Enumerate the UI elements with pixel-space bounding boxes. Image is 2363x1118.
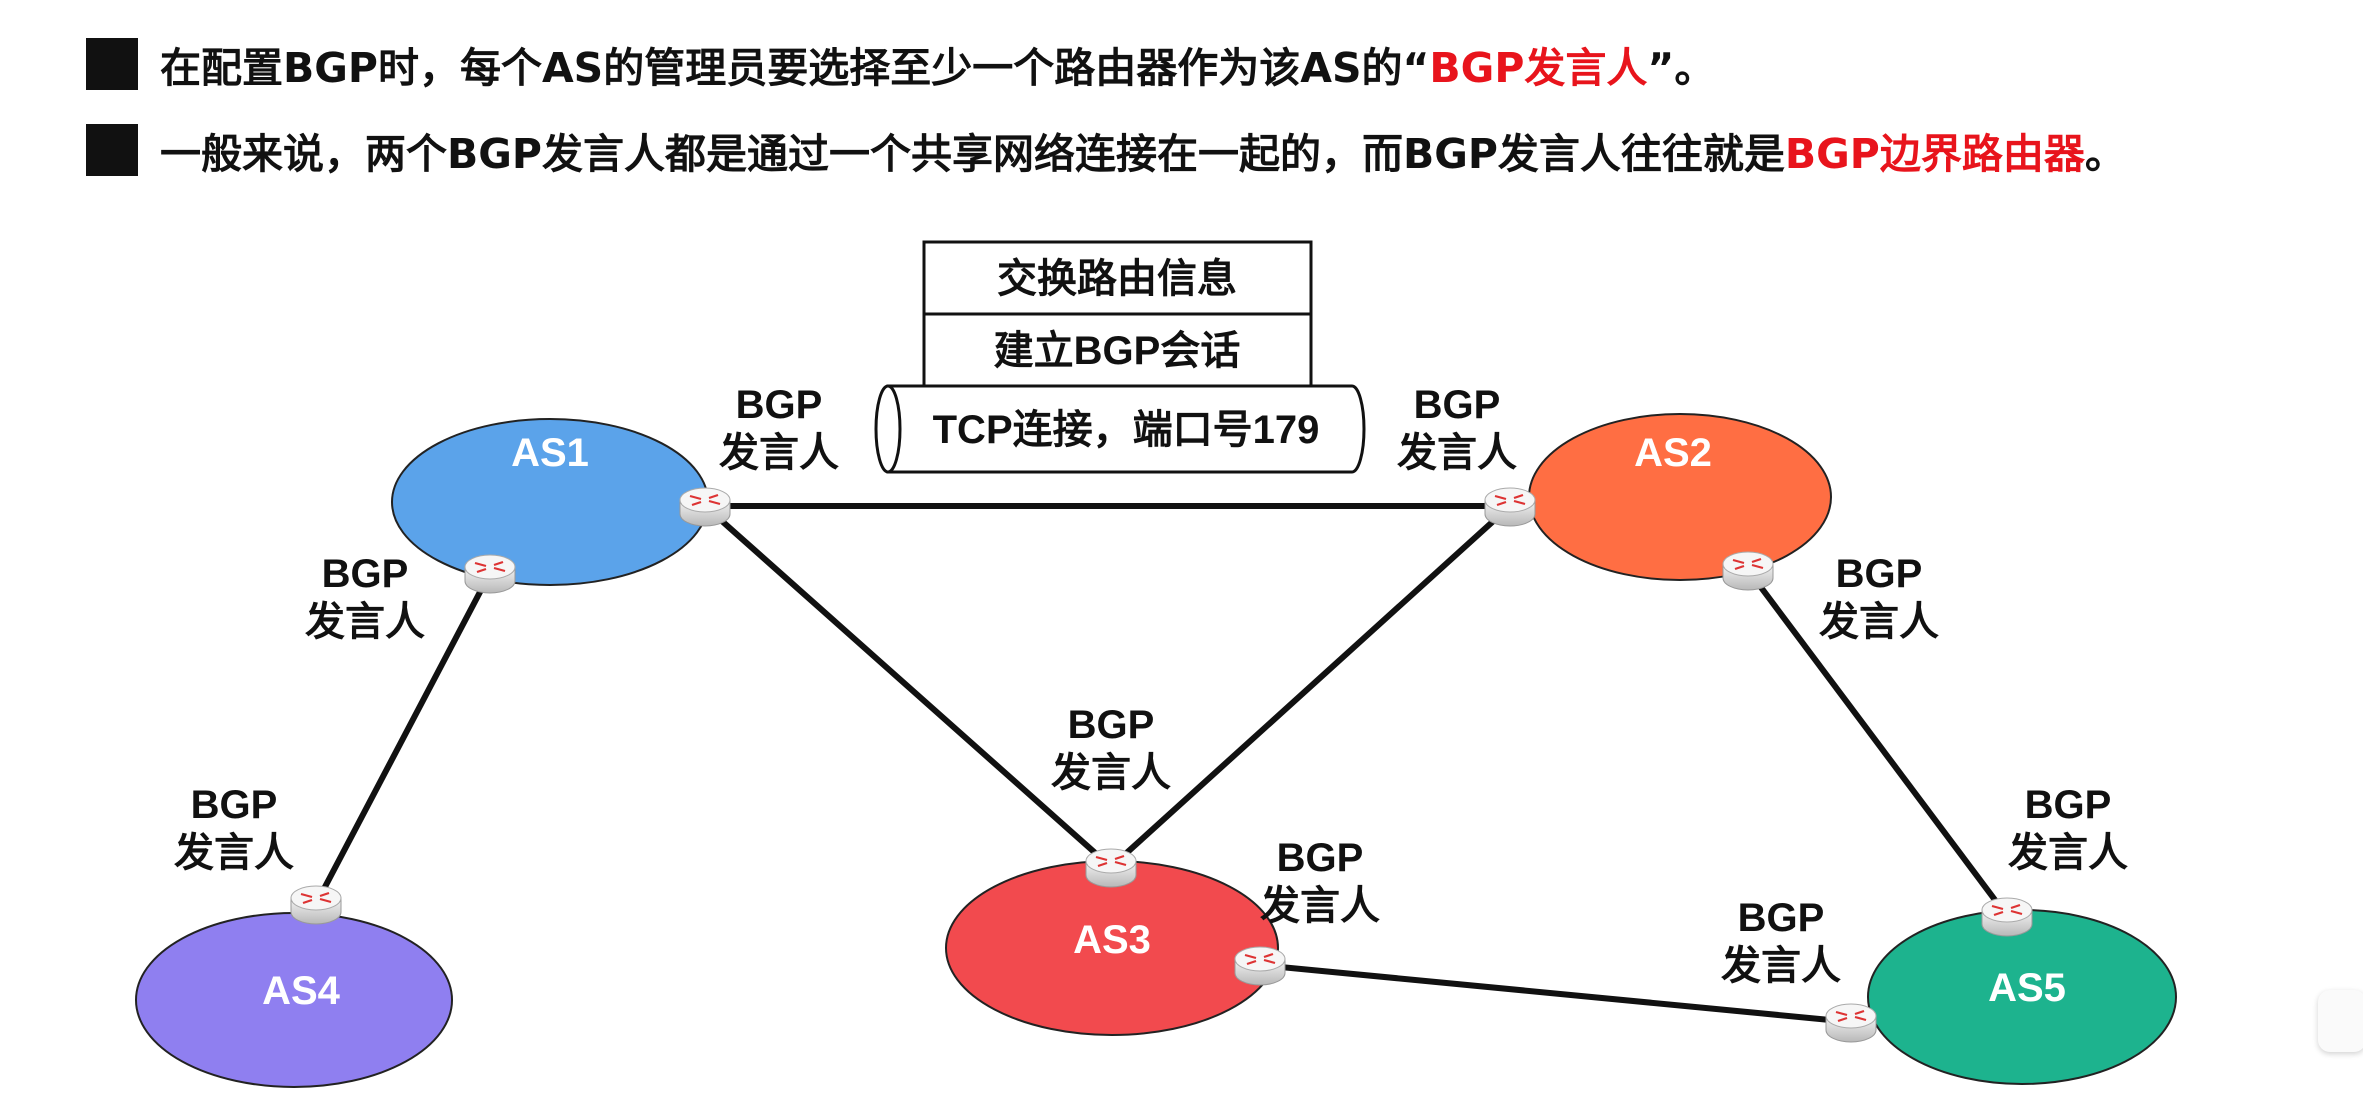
stack-layer-tcp: TCP连接，端口号179: [933, 408, 1320, 452]
speaker-label-line1: BGP: [736, 383, 823, 427]
bullet-text-end: ”。: [1647, 44, 1716, 92]
stack-layer-routing: 交换路由信息: [997, 257, 1237, 301]
as4-label: AS4: [262, 969, 341, 1013]
links: [313, 503, 2010, 1025]
protocol-stack: 交换路由信息 建立BGP会话 TCP连接，端口号179: [874, 240, 1366, 474]
bullet-highlight: BGP发言人: [1429, 44, 1648, 92]
bgp-speaker-label: BGP发言人: [1819, 552, 1939, 644]
bgp-speaker-label: BGP发言人: [1260, 836, 1380, 928]
router-icon: [1484, 487, 1536, 527]
speaker-label-line2: 发言人: [1819, 600, 1939, 644]
stack-layer-session: 建立BGP会话: [994, 329, 1241, 373]
link-as2-as5: [1745, 568, 2010, 918]
bullet-text-end: 。: [2084, 130, 2126, 178]
speaker-label-line2: 发言人: [305, 600, 425, 644]
bgp-speaker-label: BGP发言人: [1397, 383, 1517, 475]
link-as2-as3: [1108, 503, 1513, 870]
bgp-speaker-label: BGP发言人: [1721, 896, 1841, 988]
speaker-label-line2: 发言人: [2008, 831, 2128, 875]
speaker-label-line1: BGP: [1836, 552, 1923, 596]
speaker-label-line1: BGP: [1277, 836, 1364, 880]
speaker-label-line2: 发言人: [1260, 884, 1380, 928]
bullet-1-text: 在配置BGP时，每个AS的管理员要选择至少一个路由器作为该AS的“BGP发言人”…: [160, 34, 1715, 94]
router-icon: [290, 885, 342, 925]
bullet-text: 在配置BGP时，每个AS的管理员要选择至少一个路由器作为该AS的“: [160, 44, 1430, 92]
bullet-highlight: BGP边界路由器: [1784, 130, 2085, 178]
router-icon: [1981, 897, 2033, 937]
speaker-label-line1: BGP: [1068, 703, 1155, 747]
speaker-label-line1: BGP: [322, 552, 409, 596]
speaker-label-line2: 发言人: [1051, 751, 1171, 795]
bullet-square-icon: [86, 38, 138, 90]
router-icon: [679, 487, 731, 527]
bgp-speaker-label: BGP发言人: [719, 383, 839, 475]
as2-label: AS2: [1634, 431, 1712, 475]
speaker-label-line1: BGP: [191, 783, 278, 827]
bullet-1: 在配置BGP时，每个AS的管理员要选择至少一个路由器作为该AS的“BGP发言人”…: [86, 34, 1715, 94]
bgp-speaker-label: BGP发言人: [305, 552, 425, 644]
router-icon: [1234, 946, 1286, 986]
speaker-label-line2: 发言人: [719, 431, 839, 475]
bullet-text: 一般来说，两个BGP发言人都是通过一个共享网络连接在一起的，而BGP发言人往往就…: [160, 130, 1785, 178]
router-icon: [1085, 848, 1137, 888]
bgp-speaker-label: BGP发言人: [2008, 783, 2128, 875]
router-icon: [464, 554, 516, 594]
speaker-label-line2: 发言人: [174, 831, 294, 875]
bullet-2-text: 一般来说，两个BGP发言人都是通过一个共享网络连接在一起的，而BGP发言人往往就…: [160, 120, 2126, 180]
bullet-2: 一般来说，两个BGP发言人都是通过一个共享网络连接在一起的，而BGP发言人往往就…: [86, 120, 2126, 180]
speaker-label-line1: BGP: [1738, 896, 1825, 940]
speaker-label-line1: BGP: [1414, 383, 1501, 427]
bgp-speaker-label: BGP发言人: [1051, 703, 1171, 795]
router-icon: [1825, 1003, 1877, 1043]
as1-label: AS1: [511, 431, 589, 475]
link-as3-as5: [1259, 962, 1852, 1025]
speaker-label-line2: 发言人: [1721, 944, 1841, 988]
tv-play-icon[interactable]: [2318, 990, 2363, 1052]
bullet-square-icon: [86, 124, 138, 176]
link-as1-as3: [703, 503, 1113, 870]
speaker-label-line2: 发言人: [1397, 431, 1517, 475]
link-as1-as4: [313, 571, 493, 906]
as5-label: AS5: [1988, 966, 2066, 1010]
speaker-label-line1: BGP: [2025, 783, 2112, 827]
router-icon: [1722, 551, 1774, 591]
bgp-speaker-label: BGP发言人: [174, 783, 294, 875]
as3-label: AS3: [1073, 918, 1151, 962]
